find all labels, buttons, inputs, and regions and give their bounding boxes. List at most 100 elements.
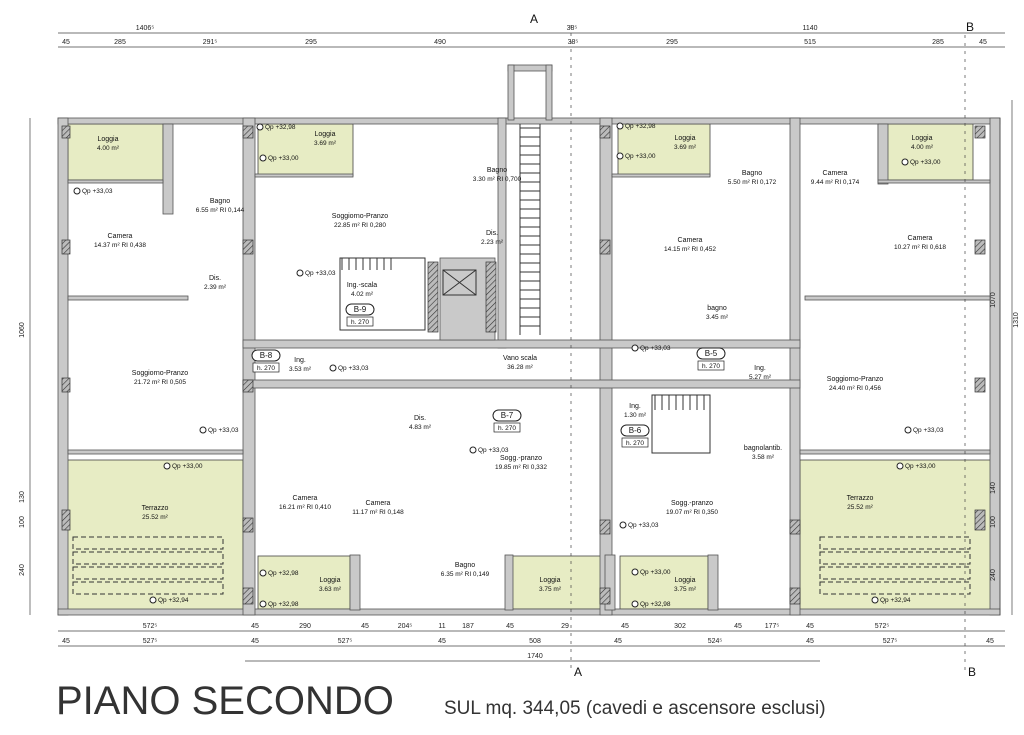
plan-title: PIANO SECONDO	[56, 679, 394, 723]
room-area: 3.53 m²	[289, 366, 312, 373]
elevation-value: Qp +32,98	[625, 123, 656, 130]
room-name: Camera	[678, 237, 703, 244]
room-area: 6.35 m² RI 0,149	[441, 571, 490, 578]
room-area: 25.52 m²	[142, 514, 168, 521]
room-name: Camera	[108, 233, 133, 240]
dimension-value: 45	[251, 623, 259, 630]
room-name: Terrazzo	[847, 495, 874, 502]
elevation-icon	[259, 600, 267, 608]
elevation-icon	[616, 152, 624, 160]
unit-code: B-6	[629, 426, 642, 435]
elevation-icon	[259, 569, 267, 577]
dimension-value: 572⁵	[143, 623, 158, 630]
dimension-value: 45	[506, 623, 514, 630]
room-area: 3.75 m²	[539, 586, 562, 593]
elevation-icon	[73, 187, 81, 195]
section-markers: A A B B	[530, 12, 976, 679]
dimension-value: 285	[932, 39, 944, 46]
room-name: Vano scala	[503, 355, 537, 362]
dimension-value: 490	[434, 39, 446, 46]
dimension-value: 45	[251, 638, 259, 645]
ceiling-height-box	[697, 360, 725, 371]
room-area: 25.52 m²	[847, 504, 873, 511]
room-label: Dis.2.39 m²	[204, 275, 227, 291]
elevation-value: Qp +32,98	[265, 124, 296, 131]
dimension-value: 38⁵	[568, 39, 579, 46]
dimension-value: 45	[62, 39, 70, 46]
room-label: Loggia 3.69 m²	[314, 131, 337, 147]
room-area: 14.37 m² RI 0,438	[94, 242, 146, 249]
dimension-value: 527⁵	[883, 638, 898, 645]
room-name: Loggia	[314, 131, 335, 138]
room-label: Dis.2.23 m²	[481, 230, 504, 246]
elevation-icon	[631, 344, 639, 352]
room-area: 11.17 m² RI 0,148	[352, 509, 404, 516]
room-name: Camera	[908, 235, 933, 242]
unit-code-badge	[620, 424, 650, 437]
terrace-planters	[72, 536, 971, 595]
loggia-fill	[617, 123, 711, 177]
room-label: Ing.3.53 m²B-8h. 270	[251, 349, 312, 373]
elevation-value: Qp +32,94	[158, 597, 189, 604]
dimension-value: 240	[990, 569, 997, 581]
elevation-marker: Qp +33,03	[469, 446, 509, 454]
room-name: Dis.	[486, 230, 498, 237]
dimension-value: 29	[561, 623, 569, 630]
room-area: 22.85 m² RI 0,280	[334, 222, 386, 229]
dimension-value: 291⁵	[203, 39, 218, 46]
elevation-marker: Qp +33,03	[329, 364, 369, 372]
elevation-value: Qp +33,00	[910, 159, 941, 166]
elevation-value: Qp +32,94	[880, 597, 911, 604]
elevation-marker: Qp +32,94	[871, 596, 911, 604]
room-area: 3.69 m²	[314, 140, 337, 147]
section-b-bottom: B	[968, 665, 976, 679]
ceiling-height-box	[621, 437, 649, 448]
room-label: Dis.4.83 m²	[409, 415, 432, 431]
dimension-value: 100	[990, 516, 997, 528]
room-label: Terrazzo 25.52 m²	[847, 495, 874, 511]
dimension-value: 302	[674, 623, 686, 630]
room-name: Loggia	[911, 135, 932, 142]
dimension-value: 45	[438, 638, 446, 645]
room-name: Loggia	[674, 135, 695, 142]
ceiling-height-box	[252, 362, 280, 373]
elevation-icon	[896, 462, 904, 470]
room-name: Loggia	[319, 577, 340, 584]
elevation-marker: Qp +33,03	[904, 426, 944, 434]
dimension-value: 572⁵	[875, 623, 890, 630]
room-area: 10.27 m² RI 0,618	[894, 244, 946, 251]
section-a-bottom: A	[574, 665, 582, 679]
elevation-marker: Qp +33,00	[259, 154, 299, 162]
dimension-value: 38⁵	[567, 25, 578, 32]
dimension-value: 295	[305, 39, 317, 46]
room-name: Loggia	[539, 577, 560, 584]
dimension-value: 100	[19, 516, 26, 528]
room-name: Ing.	[754, 365, 766, 372]
room-name: Sogg.-pranzo	[671, 500, 713, 507]
room-name: bagnolantib.	[744, 445, 782, 452]
dimension-value: 295	[666, 39, 678, 46]
room-area: 2.39 m²	[204, 284, 227, 291]
room-name: Dis.	[414, 415, 426, 422]
room-name: Soggiorno-Pranzo	[132, 370, 189, 377]
ceiling-height: h. 270	[351, 319, 369, 326]
elevation-marker: Qp +33,00	[901, 158, 941, 166]
dimension-value: 515	[804, 39, 816, 46]
room-area: 5.27 m²	[749, 374, 772, 381]
room-name: Sogg.-pranzo	[500, 455, 542, 462]
unit-code: B-7	[501, 411, 514, 420]
loggia-fill	[257, 123, 354, 177]
elevation-icon	[631, 600, 639, 608]
